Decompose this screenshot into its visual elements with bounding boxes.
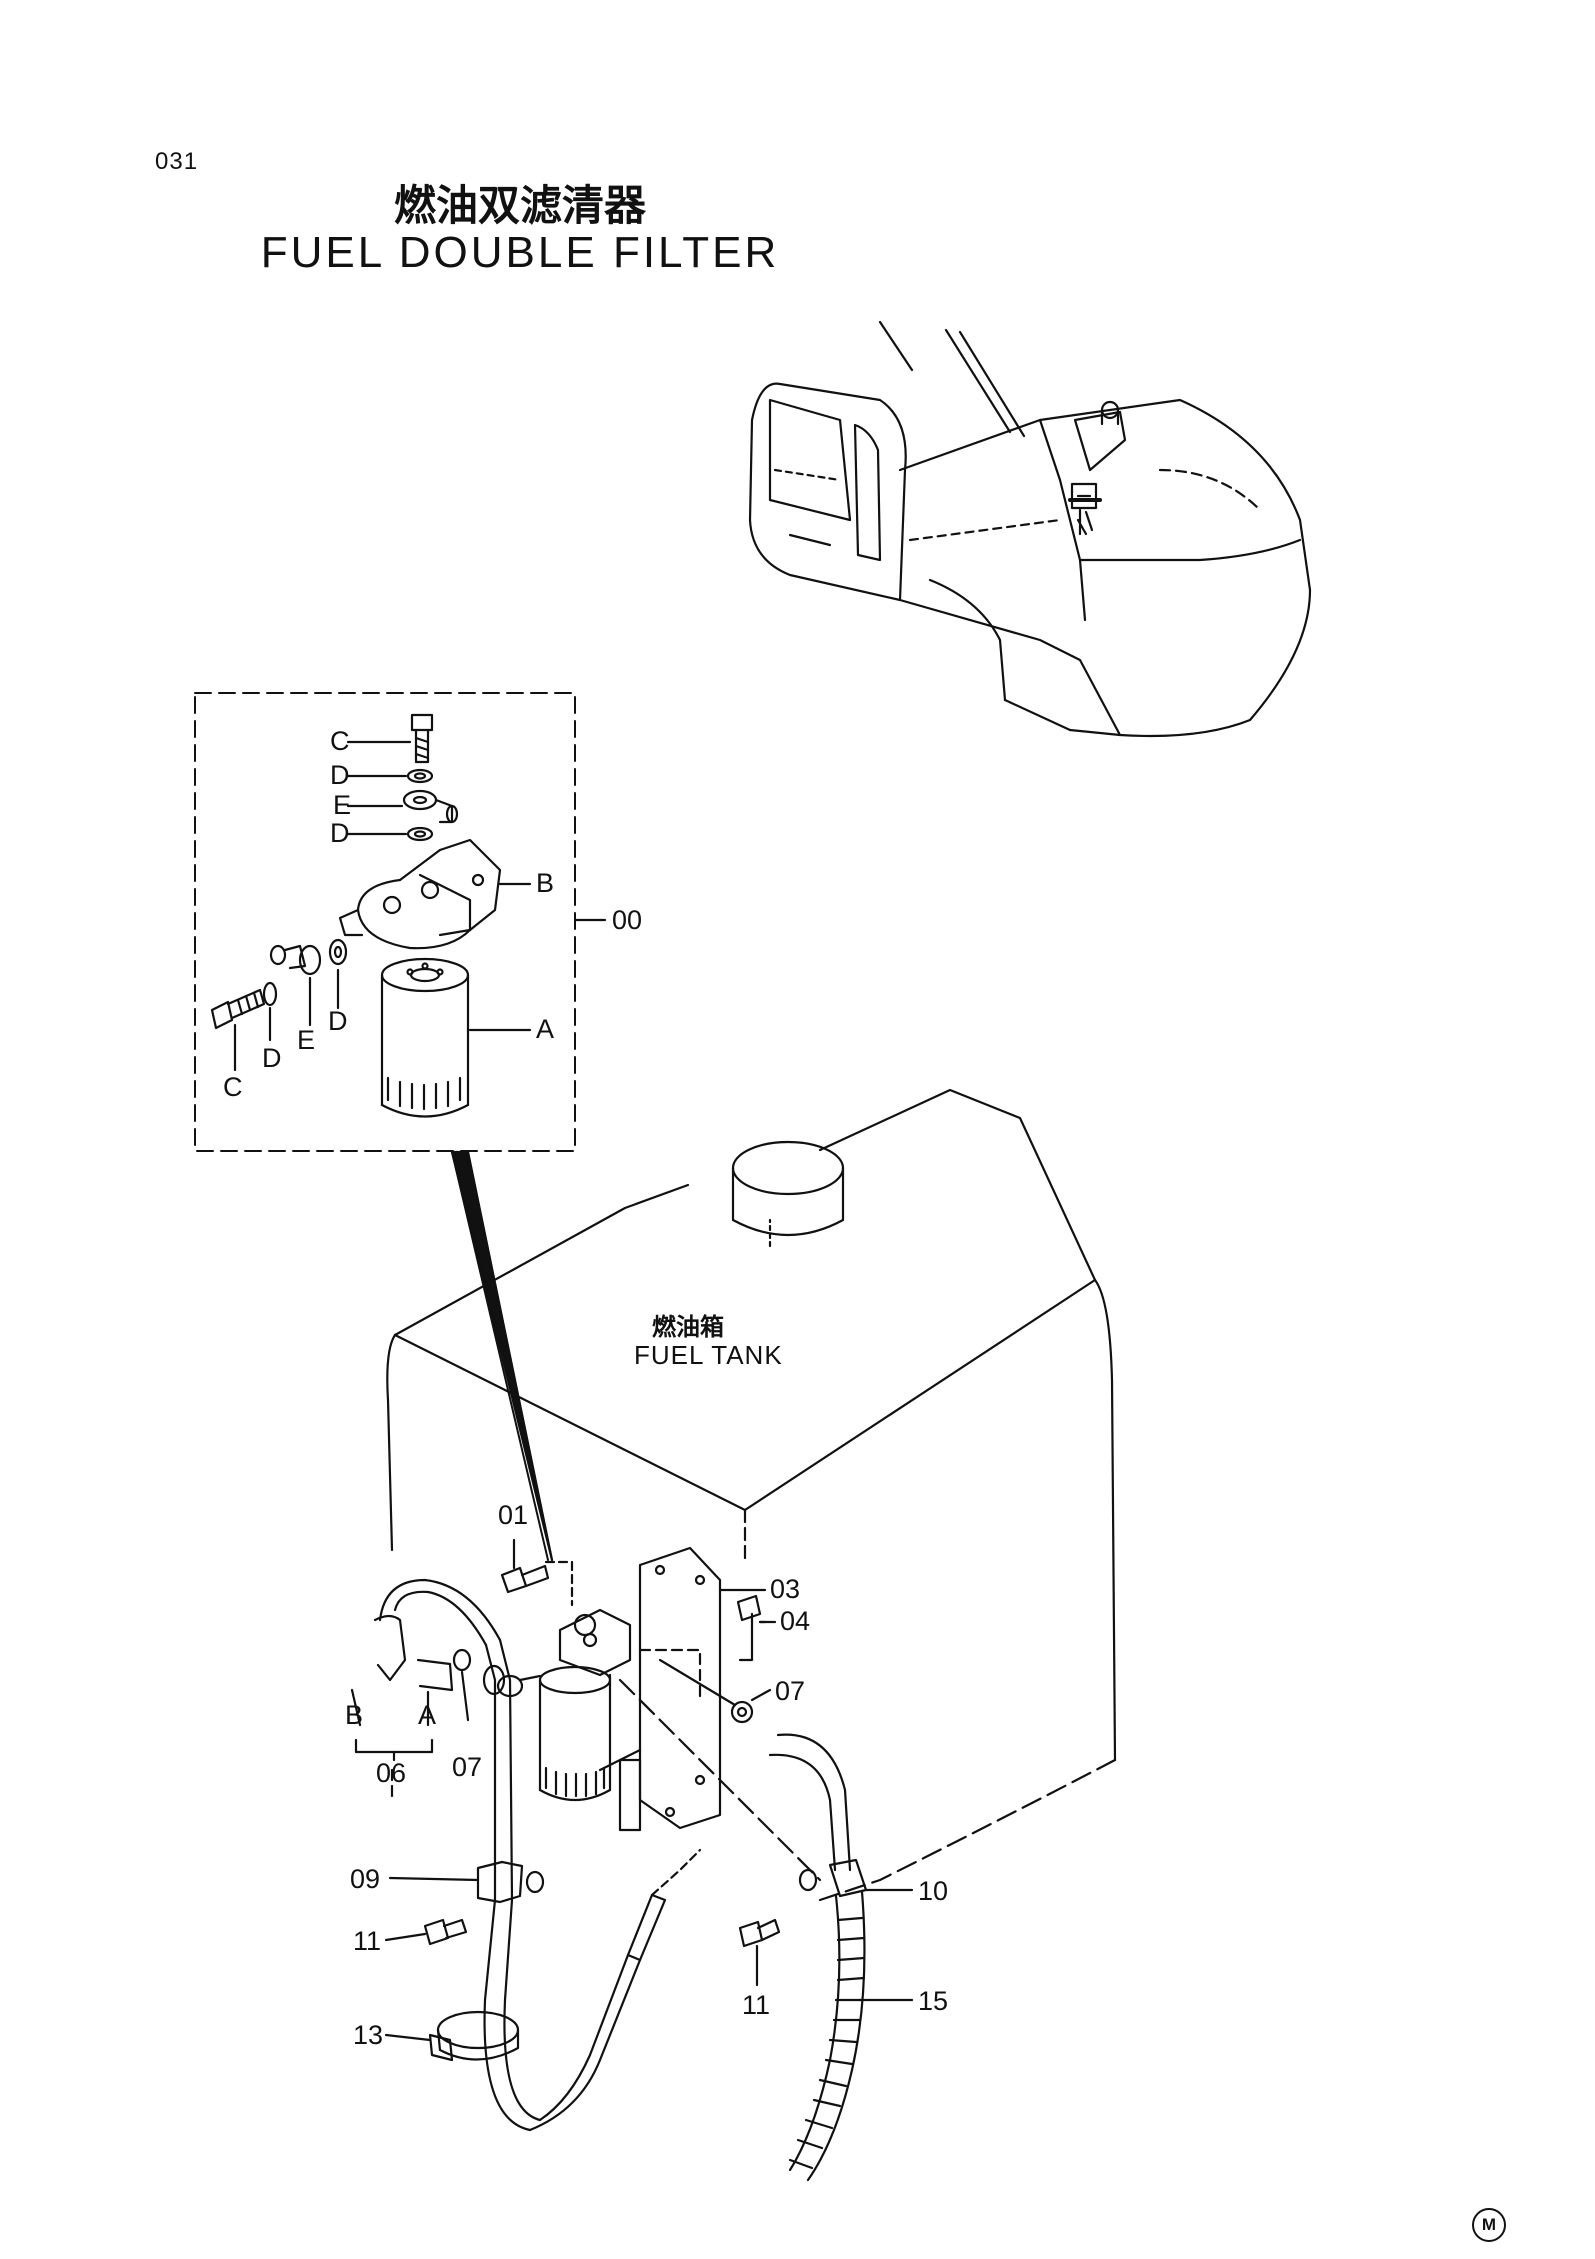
callout-a-detail: A — [536, 1014, 555, 1044]
callout-part-a: A — [418, 1700, 437, 1730]
callout-part-13: 13 — [353, 2020, 384, 2050]
callout-e-low: E — [297, 1025, 316, 1055]
callout-part-11-right: 11 — [742, 1990, 771, 2020]
filter-assembly-detail — [194, 692, 607, 1152]
callout-part-15: 15 — [918, 1986, 949, 2016]
callout-d-left: D — [262, 1043, 282, 1073]
title-english: FUEL DOUBLE FILTER — [260, 228, 780, 277]
callout-part-06: 06 — [376, 1758, 407, 1788]
callout-c-top: C — [330, 726, 350, 756]
callout-c-left: C — [223, 1072, 243, 1102]
callout-part-03: 03 — [770, 1574, 801, 1604]
callout-part-07-right: 07 — [775, 1676, 806, 1706]
tank-label-chinese: 燃油箱 — [652, 1313, 724, 1341]
page-number: 031 — [155, 148, 199, 175]
filter-mount-assembly — [373, 1546, 868, 2182]
callout-leaders — [350, 1538, 914, 2042]
callout-d-top: D — [330, 760, 350, 790]
callout-b-detail: B — [536, 868, 555, 898]
callout-d-low: D — [328, 1006, 348, 1036]
callout-d-mid: D — [330, 818, 350, 848]
excavator-overview — [748, 320, 1312, 738]
callout-part-09: 09 — [350, 1864, 381, 1894]
callout-part-01: 01 — [498, 1500, 529, 1530]
title-chinese: 燃油双滤清器 — [393, 181, 646, 230]
fuel-tank — [386, 1088, 1117, 1902]
tank-label-english: FUEL TANK — [634, 1340, 783, 1370]
callout-part-10: 10 — [918, 1876, 949, 1906]
callout-part-04: 04 — [780, 1606, 811, 1636]
callout-part-07-left: 07 — [452, 1752, 483, 1782]
callout-e-top: E — [333, 790, 352, 820]
callout-part-b: B — [345, 1700, 364, 1730]
callout-part-11-left: 11 — [353, 1926, 382, 1956]
callout-assembly-00: 00 — [612, 905, 643, 935]
corner-m-mark: M — [1472, 2208, 1506, 2242]
